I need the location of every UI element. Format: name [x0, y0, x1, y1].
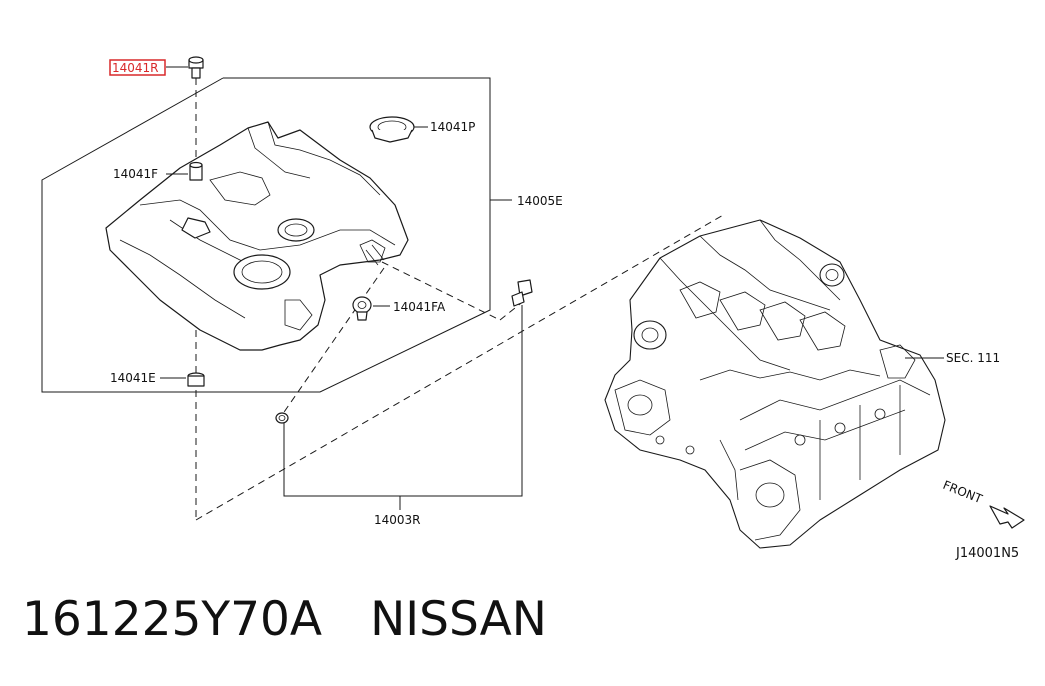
stud-14003R	[275, 279, 533, 424]
label-front: FRONT	[941, 478, 985, 507]
bracket-14003R	[283, 305, 523, 510]
grommet-14041F	[166, 161, 203, 181]
label-14041R: 14041R	[112, 61, 159, 75]
assembly-bracket	[41, 77, 512, 393]
label-sec-111: SEC. 111	[946, 351, 1000, 365]
bolt-14041R	[166, 56, 204, 79]
brand-name: NISSAN	[370, 592, 547, 647]
label-14041FA: 14041FA	[393, 300, 446, 314]
part-number: 161225Y70A	[22, 592, 323, 647]
highlight-box	[109, 59, 166, 76]
grommet-14041FA	[352, 296, 390, 321]
label-14005E: 14005E	[517, 194, 563, 208]
part-caption: 161225Y70A NISSAN	[22, 592, 547, 647]
label-14041F: 14041F	[113, 167, 158, 181]
label-14003R: 14003R	[374, 513, 421, 527]
label-14041P: 14041P	[430, 120, 475, 134]
label-14041E: 14041E	[110, 371, 156, 385]
label-diagram-code: J14001N5	[955, 546, 1019, 561]
front-arrow	[989, 505, 1025, 529]
engine-cover	[105, 121, 409, 351]
engine-block	[604, 219, 946, 549]
cap-14041P	[369, 116, 428, 143]
spacer-14041E	[160, 372, 205, 387]
